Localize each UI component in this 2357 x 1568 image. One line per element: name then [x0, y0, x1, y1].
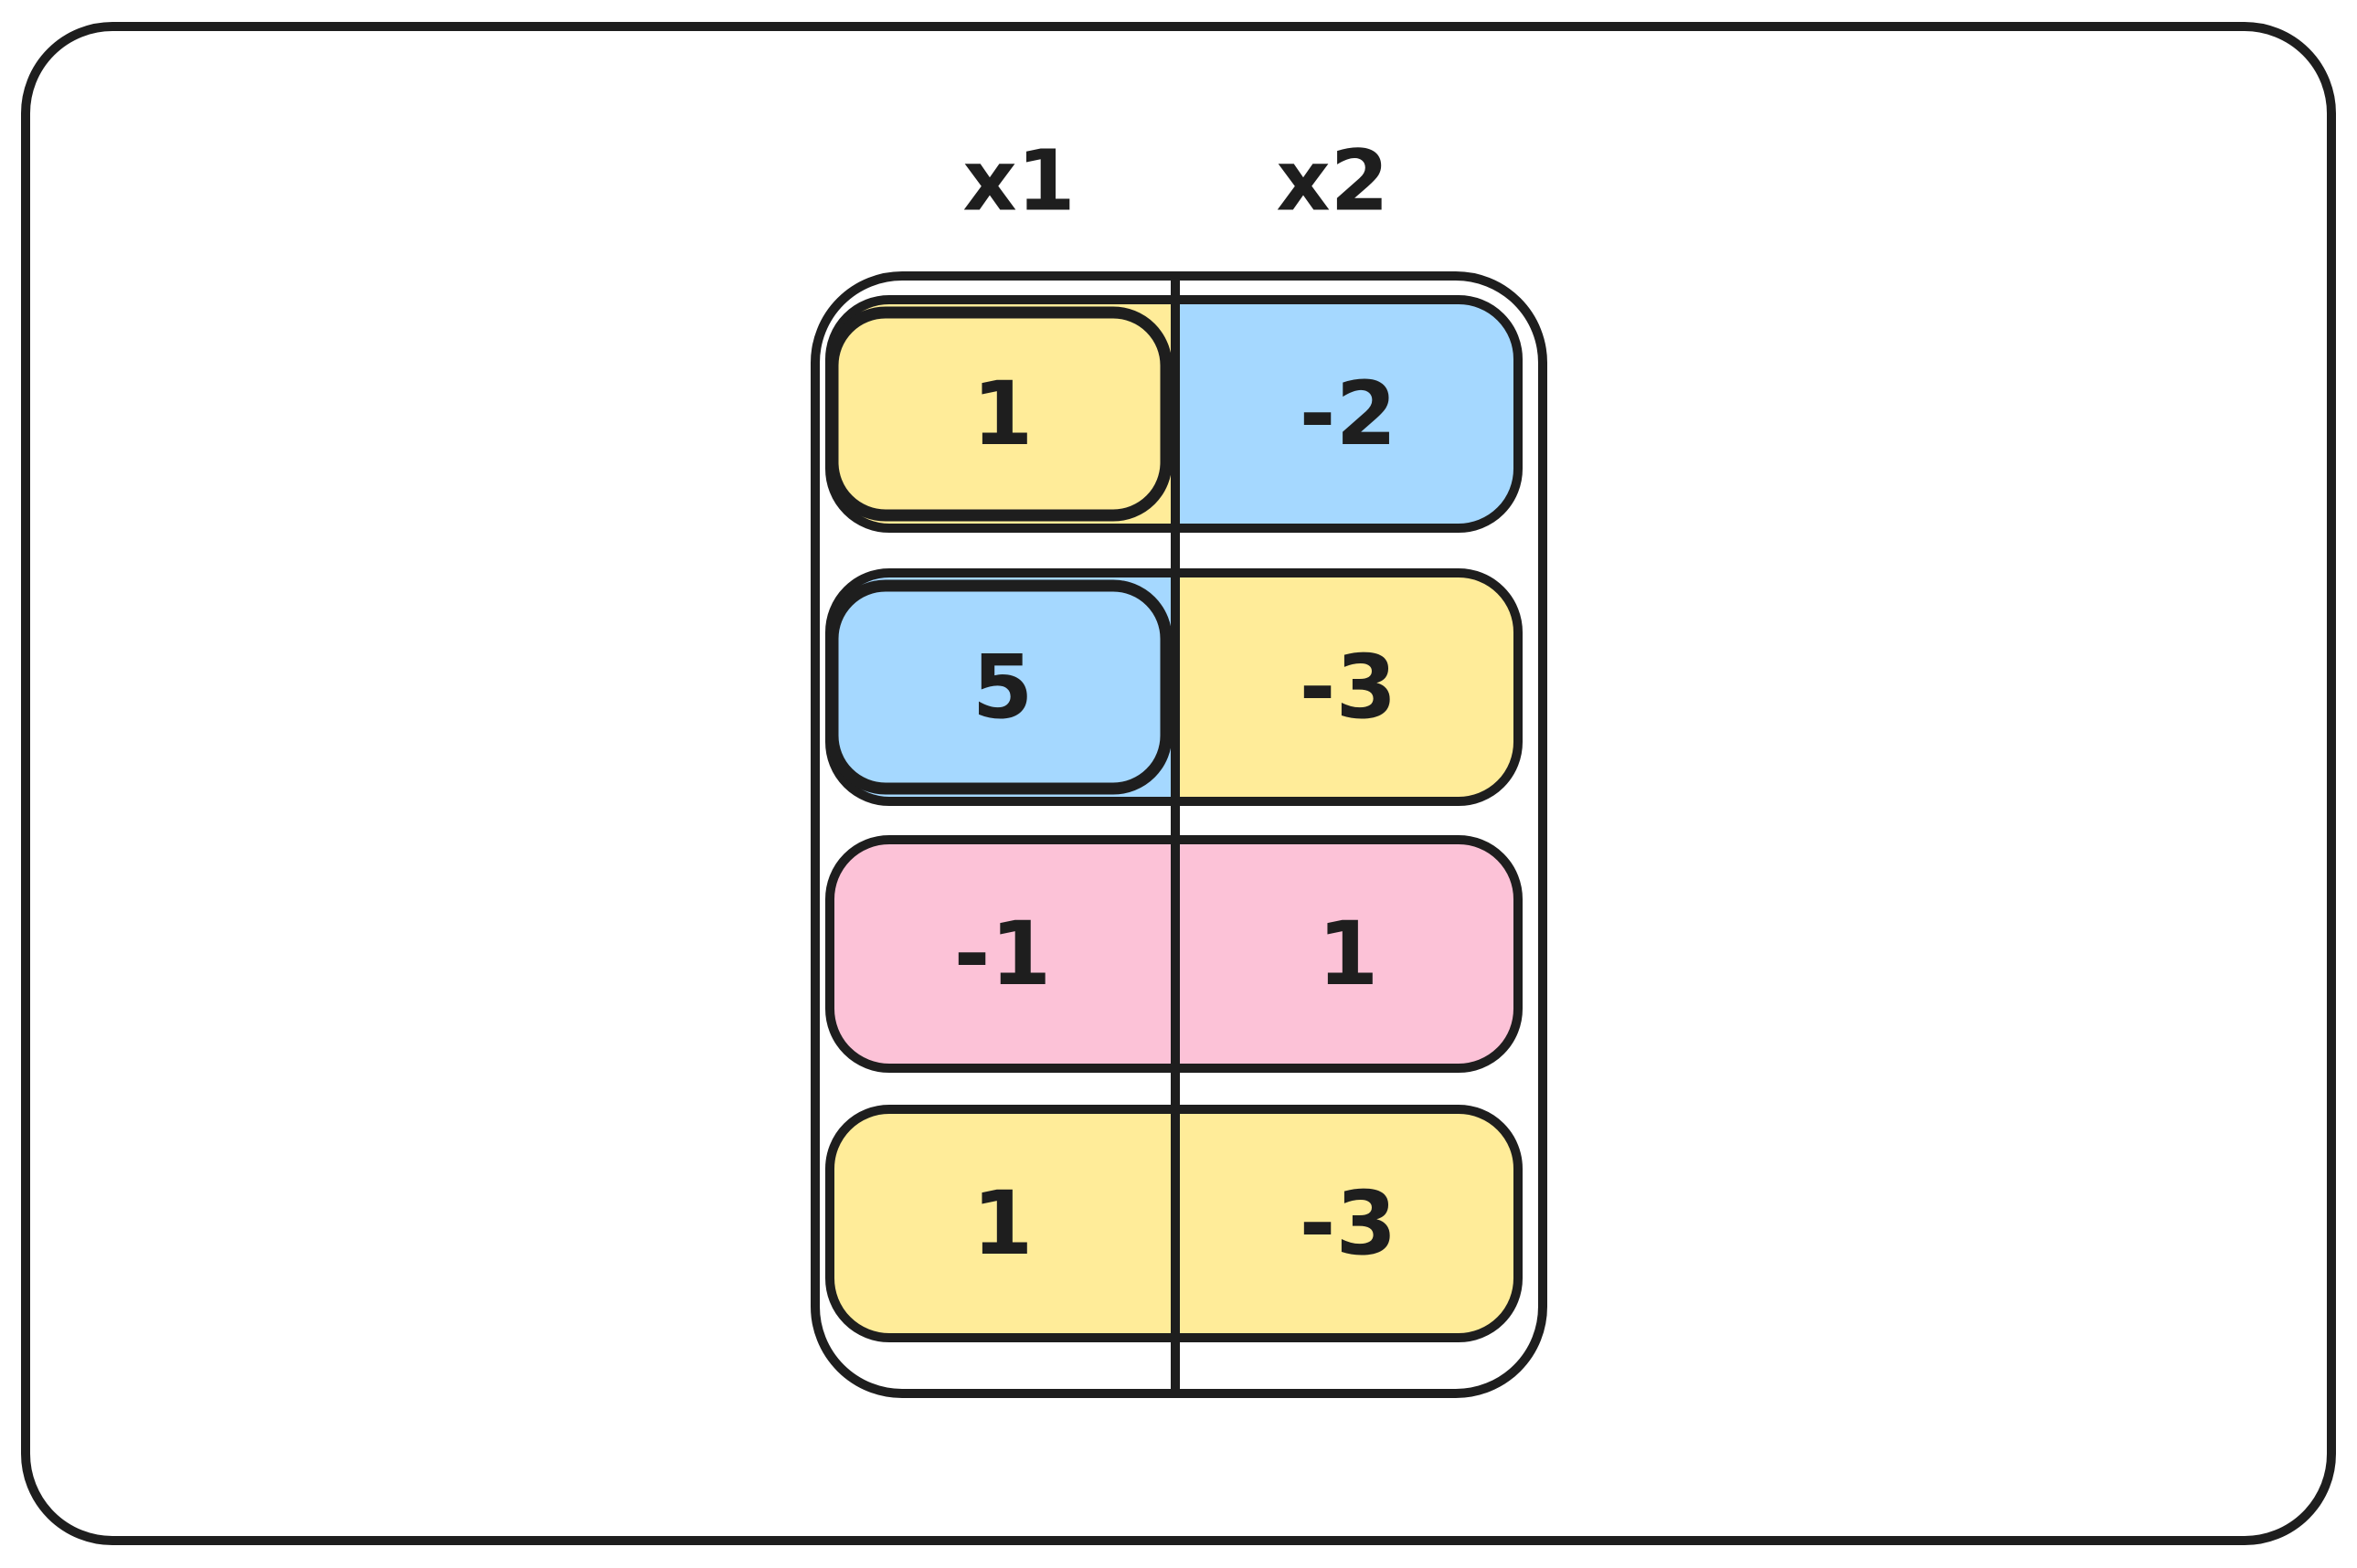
matrix-row [825, 835, 1523, 1073]
cell-fill-right [1175, 300, 1518, 528]
cell-fill-right [1175, 1109, 1518, 1338]
cell-fill-right [1175, 840, 1518, 1068]
cell-value-x2: -3 [1300, 636, 1397, 738]
matrix-row [825, 1105, 1523, 1342]
highlighted-cell-box [826, 306, 1173, 522]
cell-fill-left [830, 1109, 1175, 1338]
highlight-boxes [826, 306, 1173, 795]
cell-value-x2: -2 [1300, 363, 1397, 465]
column-header-x2: x2 [1276, 132, 1388, 230]
column-header-x1: x1 [962, 132, 1075, 230]
cell-value-x1: -1 [954, 903, 1052, 1005]
cell-labels: 1 -2 5 -3 -1 1 1 -3 [954, 363, 1397, 1275]
cell-value-x2: 1 [1318, 903, 1379, 1005]
cell-value-x1: 1 [972, 363, 1034, 465]
cell-fill-left [830, 840, 1175, 1068]
cell-value-x2: -3 [1300, 1172, 1397, 1275]
cell-value-x1: 5 [972, 636, 1034, 738]
cell-fill-right [1175, 573, 1518, 801]
cell-value-x1: 1 [972, 1172, 1034, 1275]
highlighted-cell-box [826, 579, 1173, 795]
